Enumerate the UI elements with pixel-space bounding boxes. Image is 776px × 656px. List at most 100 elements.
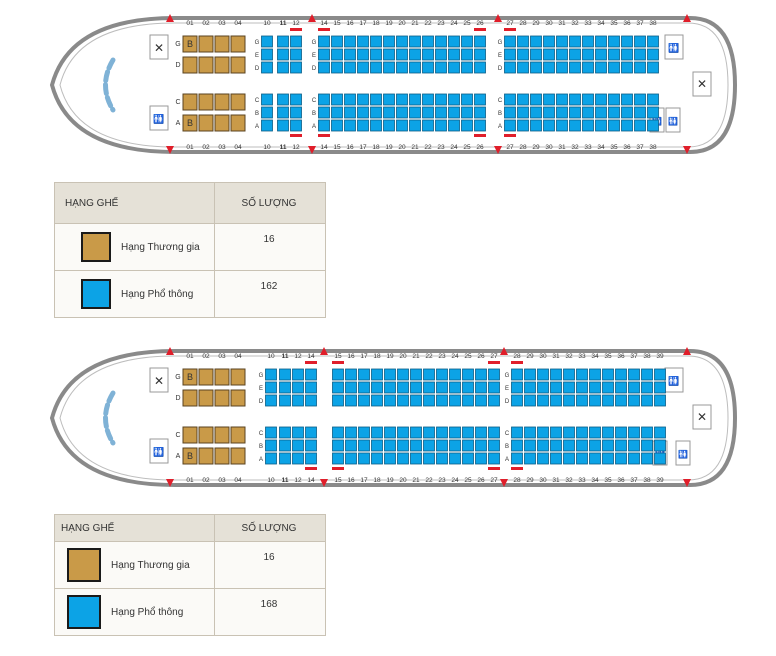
column-number: 35 [610, 20, 618, 27]
economy-seat [423, 394, 435, 407]
column-number: 28 [513, 477, 521, 484]
business-seat [214, 114, 230, 132]
economy-seat [331, 93, 343, 106]
column-number: 32 [571, 144, 579, 151]
economy-seat [647, 48, 659, 61]
column-number: 33 [578, 353, 586, 360]
economy-seat [517, 119, 529, 132]
economy-seat [595, 106, 607, 119]
economy-seat [409, 35, 421, 48]
economy-seat [530, 93, 542, 106]
exit-door-marker [504, 134, 516, 137]
economy-seat [556, 61, 568, 74]
column-number: 20 [398, 20, 406, 27]
business-seat [214, 56, 230, 74]
column-number: 25 [464, 353, 472, 360]
economy-seat [488, 381, 500, 394]
row-letter: D [498, 66, 503, 72]
economy-seat [569, 119, 581, 132]
column-number: 17 [360, 353, 368, 360]
economy-seat [647, 93, 659, 106]
economy-seat [563, 426, 575, 439]
economy-seat [409, 106, 421, 119]
economy-seat [371, 368, 383, 381]
economy-seat [621, 35, 633, 48]
economy-seat [474, 106, 486, 119]
economy-seat [511, 426, 523, 439]
galley-icon: ✕ [697, 77, 707, 91]
economy-seat [602, 439, 614, 452]
economy-seat [488, 426, 500, 439]
economy-seat [608, 35, 620, 48]
economy-seat [396, 119, 408, 132]
economy-seat [397, 394, 409, 407]
economy-seat [422, 61, 434, 74]
row-letter: D [505, 399, 510, 405]
seat-map-2-svg: ✕🚻🚻✕🚻🚻0102030410111214151617181920212223… [49, 347, 738, 487]
economy-seat [305, 381, 317, 394]
column-number: 21 [412, 477, 420, 484]
economy-seat [318, 61, 330, 74]
toilet-icon: 🚻 [153, 446, 164, 457]
economy-seat [332, 381, 344, 394]
row-letter: E [505, 386, 509, 392]
economy-seat [634, 106, 646, 119]
economy-seat [474, 48, 486, 61]
economy-seat [371, 381, 383, 394]
legend-header: HẠNG GHẾ SỐ LƯỢNG [55, 183, 325, 224]
business-seat [230, 56, 246, 74]
economy-seat [261, 35, 273, 48]
column-number: 29 [526, 477, 534, 484]
economy-seat [448, 61, 460, 74]
legend-label-business: Hạng Thương gia [121, 241, 200, 253]
legend-header-class: HẠNG GHẾ [55, 183, 215, 223]
economy-seat [462, 439, 474, 452]
column-number: 29 [532, 144, 540, 151]
row-letter: E [498, 53, 502, 59]
economy-seat [371, 439, 383, 452]
column-number: 38 [643, 353, 651, 360]
economy-seat [277, 35, 289, 48]
economy-seat [628, 368, 640, 381]
column-number: 37 [630, 353, 638, 360]
column-number: 15 [334, 477, 342, 484]
column-number: 15 [333, 20, 341, 27]
economy-seat [628, 452, 640, 465]
economy-seat [628, 394, 640, 407]
column-number: 24 [451, 477, 459, 484]
economy-seat [530, 35, 542, 48]
economy-seat [261, 48, 273, 61]
economy-seat [345, 452, 357, 465]
seat-class-legend-1: HẠNG GHẾ SỐ LƯỢNG Hạng Thương gia 16 Hạn… [54, 182, 326, 318]
economy-seat [371, 394, 383, 407]
column-number: 25 [463, 20, 471, 27]
exit-door-marker [305, 361, 317, 364]
legend-header-quantity: SỐ LƯỢNG [241, 522, 297, 534]
economy-seat [383, 48, 395, 61]
toilet-icon [665, 107, 681, 133]
economy-seat [331, 48, 343, 61]
economy-seat [654, 368, 666, 381]
business-seat [198, 368, 214, 386]
column-number: 04 [234, 353, 242, 360]
column-number: 36 [617, 353, 625, 360]
exit-door-marker [474, 28, 486, 31]
column-number: 32 [565, 477, 573, 484]
column-number: 31 [552, 353, 560, 360]
toilet-icon [664, 34, 684, 60]
column-number: 11 [280, 144, 287, 151]
business-seat [214, 389, 230, 407]
economy-seat [279, 452, 291, 465]
column-number: 32 [571, 20, 579, 27]
column-number: 24 [450, 20, 458, 27]
economy-seat [563, 381, 575, 394]
column-number: 01 [186, 353, 194, 360]
economy-seat [358, 426, 370, 439]
column-number: 20 [399, 353, 407, 360]
economy-seat [504, 119, 516, 132]
row-letter: G [505, 373, 510, 379]
business-seat [182, 114, 198, 132]
exit-door-marker [511, 467, 523, 470]
column-number: 37 [636, 20, 644, 27]
economy-seat [462, 381, 474, 394]
